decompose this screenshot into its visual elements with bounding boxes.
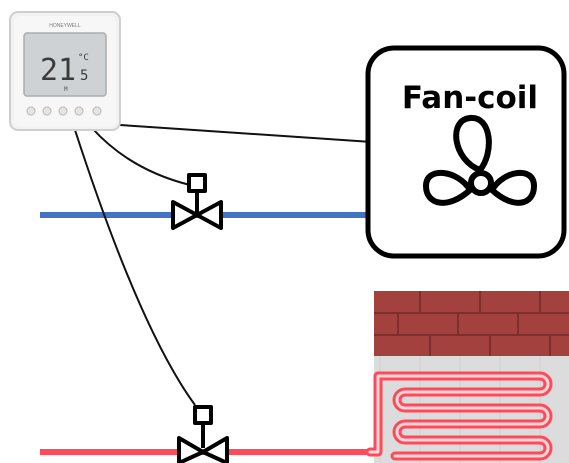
thermostat-button[interactable] [42,106,52,116]
thermostat-buttons [26,106,102,116]
valve-actuator-icon [193,405,213,425]
cold-valve [171,173,223,230]
thermostat-button[interactable] [58,106,68,116]
brick-wall [374,291,569,356]
thermostat-unit: °C [78,53,89,63]
thermostat-mode: M [64,86,68,93]
fancoil-label: Fan-coil [402,80,538,116]
thermostat-decimal: 5 [80,68,88,84]
valve-actuator-icon [187,173,207,193]
thermostat-button[interactable] [26,106,36,116]
wire-to-fancoil [119,124,373,143]
wire-to-cold-valve [91,127,191,186]
underfloor-heating-icon [365,291,569,463]
fancoil-unit: Fan-coil [365,45,567,259]
brick-mortar [374,291,569,356]
valve-icon [177,436,205,463]
thermostat-button[interactable] [74,106,84,116]
thermostat-button[interactable] [92,106,102,116]
thermostat: HONEYWELL 21 °C 5 M [9,11,121,131]
control-wires [74,124,373,406]
valve-icon [171,200,199,230]
thermostat-display [23,32,107,97]
heating-coil-highlight [368,374,550,458]
thermostat-brand: HONEYWELL [49,23,81,29]
hot-valve [177,405,229,463]
fan-icon [423,115,537,206]
wire-to-hot-valve [74,129,196,406]
thermostat-temperature: 21 [40,53,76,88]
